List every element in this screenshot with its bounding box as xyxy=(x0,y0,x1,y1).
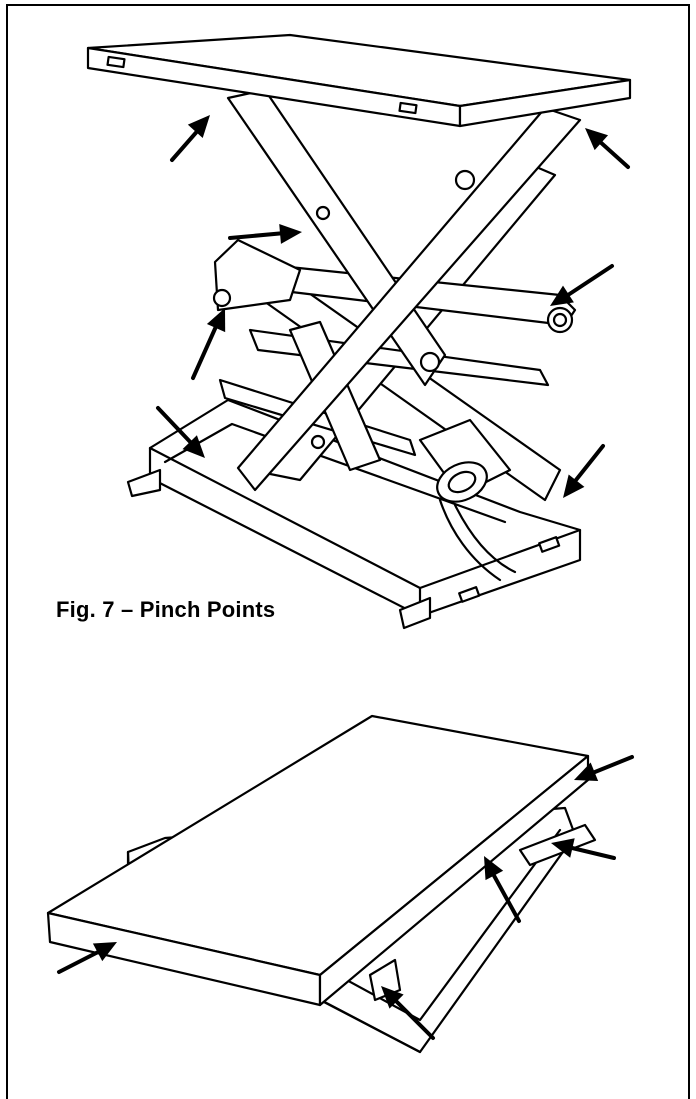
base-foot-right xyxy=(398,596,432,630)
figure-border xyxy=(6,4,690,1099)
arrow-icon xyxy=(373,978,435,1040)
arrow-icon xyxy=(475,851,521,923)
scissor-lift-lowered-drawing xyxy=(46,714,634,1054)
arrow-icon xyxy=(170,108,218,162)
scissor-lift-raised-drawing xyxy=(86,33,632,630)
base-foot-left xyxy=(126,468,162,498)
arrow-icon xyxy=(570,755,634,790)
arrow-icon xyxy=(191,303,235,380)
arrow-icon xyxy=(555,444,605,505)
arrow-icon xyxy=(548,833,616,860)
arrow-icon xyxy=(544,264,614,315)
front-scissor-arm-b xyxy=(236,106,582,492)
arrow-icon xyxy=(228,222,303,244)
arrow-icon xyxy=(156,406,213,465)
figure-caption: Fig. 7 – Pinch Points xyxy=(56,597,276,622)
arrow-icon xyxy=(57,933,122,974)
arrow-icon xyxy=(578,120,630,169)
platform-side-edge xyxy=(458,78,632,128)
